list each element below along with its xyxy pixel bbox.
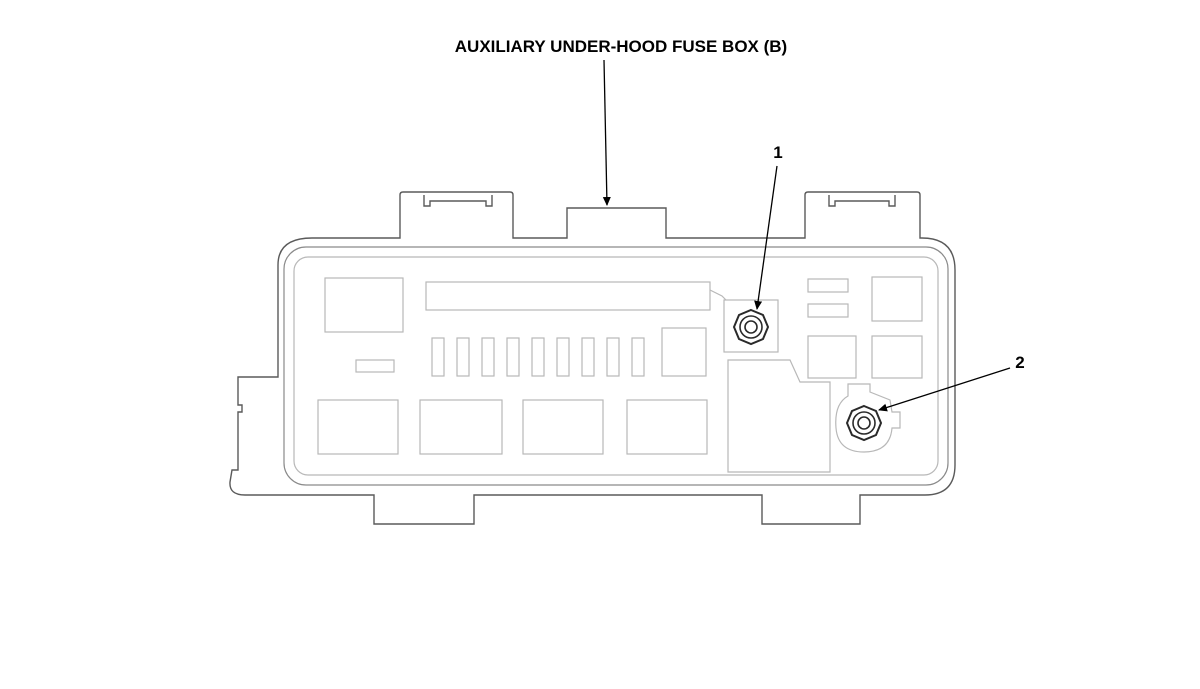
callout-number-2: 2 — [1015, 353, 1024, 372]
small-fuse-slot — [807, 303, 849, 318]
mini-fuse-slot — [581, 337, 595, 377]
relay-socket — [419, 399, 503, 455]
square-fuse-slot — [661, 327, 707, 377]
relay-socket — [324, 277, 404, 333]
relay-socket — [626, 399, 708, 455]
long-fuse-slot — [425, 281, 711, 311]
inner-rim-outer — [283, 246, 949, 486]
long-fuse-tail — [709, 289, 727, 301]
small-slot — [355, 359, 395, 373]
inner-rim — [293, 256, 939, 476]
title-leader-line — [602, 59, 611, 206]
mini-fuse-slot — [506, 337, 520, 377]
callout-leader-2 — [878, 367, 1011, 412]
relay-socket-small — [871, 276, 923, 322]
relay-socket-small — [871, 335, 923, 379]
relay-socket-small — [807, 335, 857, 379]
mini-fuse-slot — [431, 337, 445, 377]
right-tab-slot — [828, 195, 896, 207]
compartments — [317, 276, 923, 473]
mini-fuse-slot — [606, 337, 620, 377]
relay-socket — [522, 399, 604, 455]
callout-number-1: 1 — [773, 143, 782, 162]
mini-fuse-slot — [631, 337, 645, 377]
terminal-nut-1 — [732, 308, 770, 346]
mini-fuse-slot — [531, 337, 545, 377]
mini-fuse-slot — [481, 337, 495, 377]
small-fuse-slot — [807, 278, 849, 293]
relay-socket — [317, 399, 399, 455]
callout-leader-1 — [754, 165, 778, 310]
terminal-1-base — [723, 299, 779, 353]
title-label: AUXILIARY UNDER-HOOD FUSE BOX (B) — [455, 37, 787, 56]
fuse-box-body — [229, 191, 956, 525]
mini-fuse-slot — [456, 337, 470, 377]
terminal-2-base — [835, 383, 901, 453]
mini-fuse-slot — [556, 337, 570, 377]
large-connector-housing — [727, 359, 831, 473]
fuse-box-outer-outline — [229, 191, 956, 525]
left-tab-slot — [423, 195, 493, 207]
terminal-nut-2 — [845, 404, 883, 442]
